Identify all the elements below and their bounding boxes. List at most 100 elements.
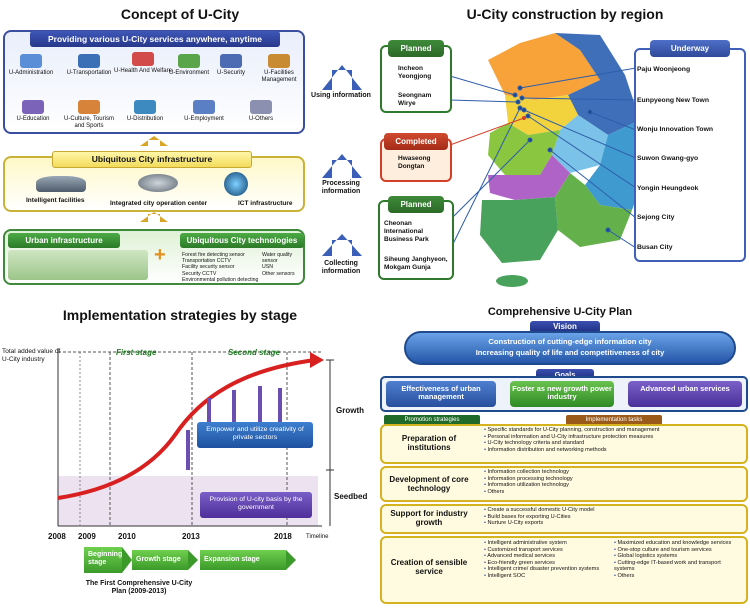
planned-tag-bottom: Planned xyxy=(388,196,444,213)
up-arrow-icon xyxy=(140,212,168,222)
infra-item-ict: ICT infrastructure xyxy=(238,200,293,207)
tasks-industry-growth: Create a successful domestic U-City mode… xyxy=(484,507,595,527)
up-arrow-icon xyxy=(140,136,168,146)
city-siheung: Siheung Janghyeon, Mokgam Gunja xyxy=(384,256,448,271)
stage-arrow-icon xyxy=(122,547,132,573)
region-connectors xyxy=(449,67,637,251)
tasks-sensible-service-right: Maximized education and knowledge servic… xyxy=(614,540,742,579)
infra-item-operation-center: Integrated city operation center xyxy=(110,200,208,207)
vision-line-1: Construction of cutting-edge information… xyxy=(488,337,652,346)
implementation-tasks-tag: Implementation tasks xyxy=(566,415,662,425)
map-region-gyeongnam xyxy=(555,173,632,247)
private-sector-box: Empower and utilize creativity of privat… xyxy=(197,422,313,448)
flow-arrows xyxy=(140,136,168,222)
service-u-culture: U-Culture, Tourism and Sports xyxy=(60,100,118,130)
expansion-stage: Expansion stage xyxy=(200,550,286,570)
tasks-sensible-service-left: Intelligent administrative system Custom… xyxy=(484,540,609,579)
purple-bar xyxy=(186,430,190,470)
education-icon xyxy=(22,100,44,114)
culture-icon xyxy=(78,100,100,114)
growth-label: Growth xyxy=(336,406,364,415)
blue-up-arrow-icon xyxy=(322,65,362,90)
growth-stage: Growth stage xyxy=(132,550,188,570)
vision-box xyxy=(404,331,736,365)
distribution-icon xyxy=(134,100,156,114)
intelligent-facilities-image xyxy=(36,176,86,192)
security-icon xyxy=(220,54,242,68)
region-title: U-City construction by region xyxy=(466,6,664,22)
info-arrows xyxy=(322,65,362,256)
transportation-icon xyxy=(78,54,100,68)
map-region-chungbuk xyxy=(552,115,608,173)
service-u-facilities: U-Facilities Management xyxy=(250,54,308,84)
city-wonju: Wonju Innovation Town xyxy=(637,126,714,133)
timeline-label: Timeline xyxy=(306,534,329,540)
goal-urban-management: Effectiveness of urban management xyxy=(386,381,496,407)
map-region-gangwon xyxy=(555,33,640,135)
stage-arrow-icon xyxy=(286,550,296,570)
tasks-core-technology: Information collection technology Inform… xyxy=(484,469,573,495)
employment-icon xyxy=(193,100,215,114)
seedbed-label: Seedbed xyxy=(334,492,368,501)
services-box xyxy=(3,30,305,134)
row-label-industry-growth: Support for industry growth xyxy=(390,509,468,527)
city-incheon-yeongjong: Incheon Yeongjong xyxy=(398,65,432,80)
blue-up-arrow-icon xyxy=(322,154,362,178)
row-label-sensible-service: Creation of sensible service xyxy=(390,558,468,576)
services-header: Providing various U-City services anywhe… xyxy=(30,31,280,47)
technologies-label: Ubiquitous City technologies xyxy=(180,233,304,248)
blue-up-arrow-icon xyxy=(322,234,362,256)
service-u-others: U-Others xyxy=(232,100,290,123)
infra-item-facilities: Intelligent facilities xyxy=(26,197,85,204)
curve-arrowhead-icon xyxy=(310,352,324,368)
implementation-title: Implementation strategies by stage xyxy=(62,307,298,323)
year-label: 2009 xyxy=(78,532,96,541)
year-label: 2018 xyxy=(274,532,292,541)
service-u-employment: U-Employment xyxy=(175,100,233,123)
goals-tag: Goals xyxy=(536,369,594,380)
service-u-security: U-Security xyxy=(202,54,260,77)
infrastructure-header: Ubiquitous City infrastructure xyxy=(52,151,252,168)
city-sejong: Sejong City xyxy=(637,214,675,221)
first-plan-label: The First Comprehensive U-City Plan (200… xyxy=(85,580,193,595)
map-region-jeonbuk xyxy=(488,155,570,200)
city-suwon: Suwon Gwang-gyo xyxy=(637,155,699,162)
tasks-institutions: Specific standards for U-City planning, … xyxy=(484,427,660,453)
map-region-north xyxy=(488,33,600,100)
service-u-distribution: U-Distribution xyxy=(116,100,174,123)
completed-tag: Completed xyxy=(384,133,448,150)
city-busan: Busan City xyxy=(637,244,673,251)
service-u-health: U-Health And Welfare xyxy=(114,52,172,75)
health-icon xyxy=(132,52,154,66)
goal-growth-power: Foster as new growth power industry xyxy=(510,381,614,407)
city-paju-woonjeong: Paju Woonjeong xyxy=(637,66,691,73)
first-stage-label: First stage xyxy=(116,348,157,357)
service-u-environment: U-Environment xyxy=(160,54,218,77)
city-seongnam-wirye: Seongnam Wirye xyxy=(398,92,432,107)
urban-infrastructure-image xyxy=(8,250,148,280)
y-axis-label: Total added value of U-City industry xyxy=(2,348,61,363)
tech-list-right: Water quality sensor USN Other sensors xyxy=(262,252,295,277)
government-box: Provision of U-city basis by the governm… xyxy=(200,492,312,518)
using-information-label: Using information xyxy=(311,92,371,99)
purple-bar xyxy=(232,390,236,424)
promotion-strategies-tag: Promotion strategies xyxy=(384,415,480,425)
growth-curve xyxy=(57,358,316,500)
city-cheonan: Cheonan International Business Park xyxy=(384,220,429,243)
planned-box-bottom xyxy=(378,200,454,280)
year-label: 2013 xyxy=(182,532,200,541)
second-stage-label: Second stage xyxy=(228,348,281,357)
service-u-administration: U-Administration xyxy=(2,54,60,77)
underway-box xyxy=(634,48,746,262)
vision-tag: Vision xyxy=(530,321,600,333)
tech-list-left: Forest fire detecting sensor Transportat… xyxy=(182,252,259,283)
ict-infrastructure-image xyxy=(224,172,248,196)
map-region-jeonnam xyxy=(480,197,558,263)
city-hwaseong-dongtan: Hwaseong Dongtan xyxy=(398,155,431,170)
facilities-icon xyxy=(268,54,290,68)
city-eunpyeong: Eunpyeong New Town xyxy=(637,97,709,104)
urban-infrastructure-label: Urban infrastructure xyxy=(8,233,120,248)
service-u-education: U-Education xyxy=(4,100,62,123)
purple-bar xyxy=(278,388,282,424)
goal-urban-services: Advanced urban services xyxy=(628,381,742,407)
